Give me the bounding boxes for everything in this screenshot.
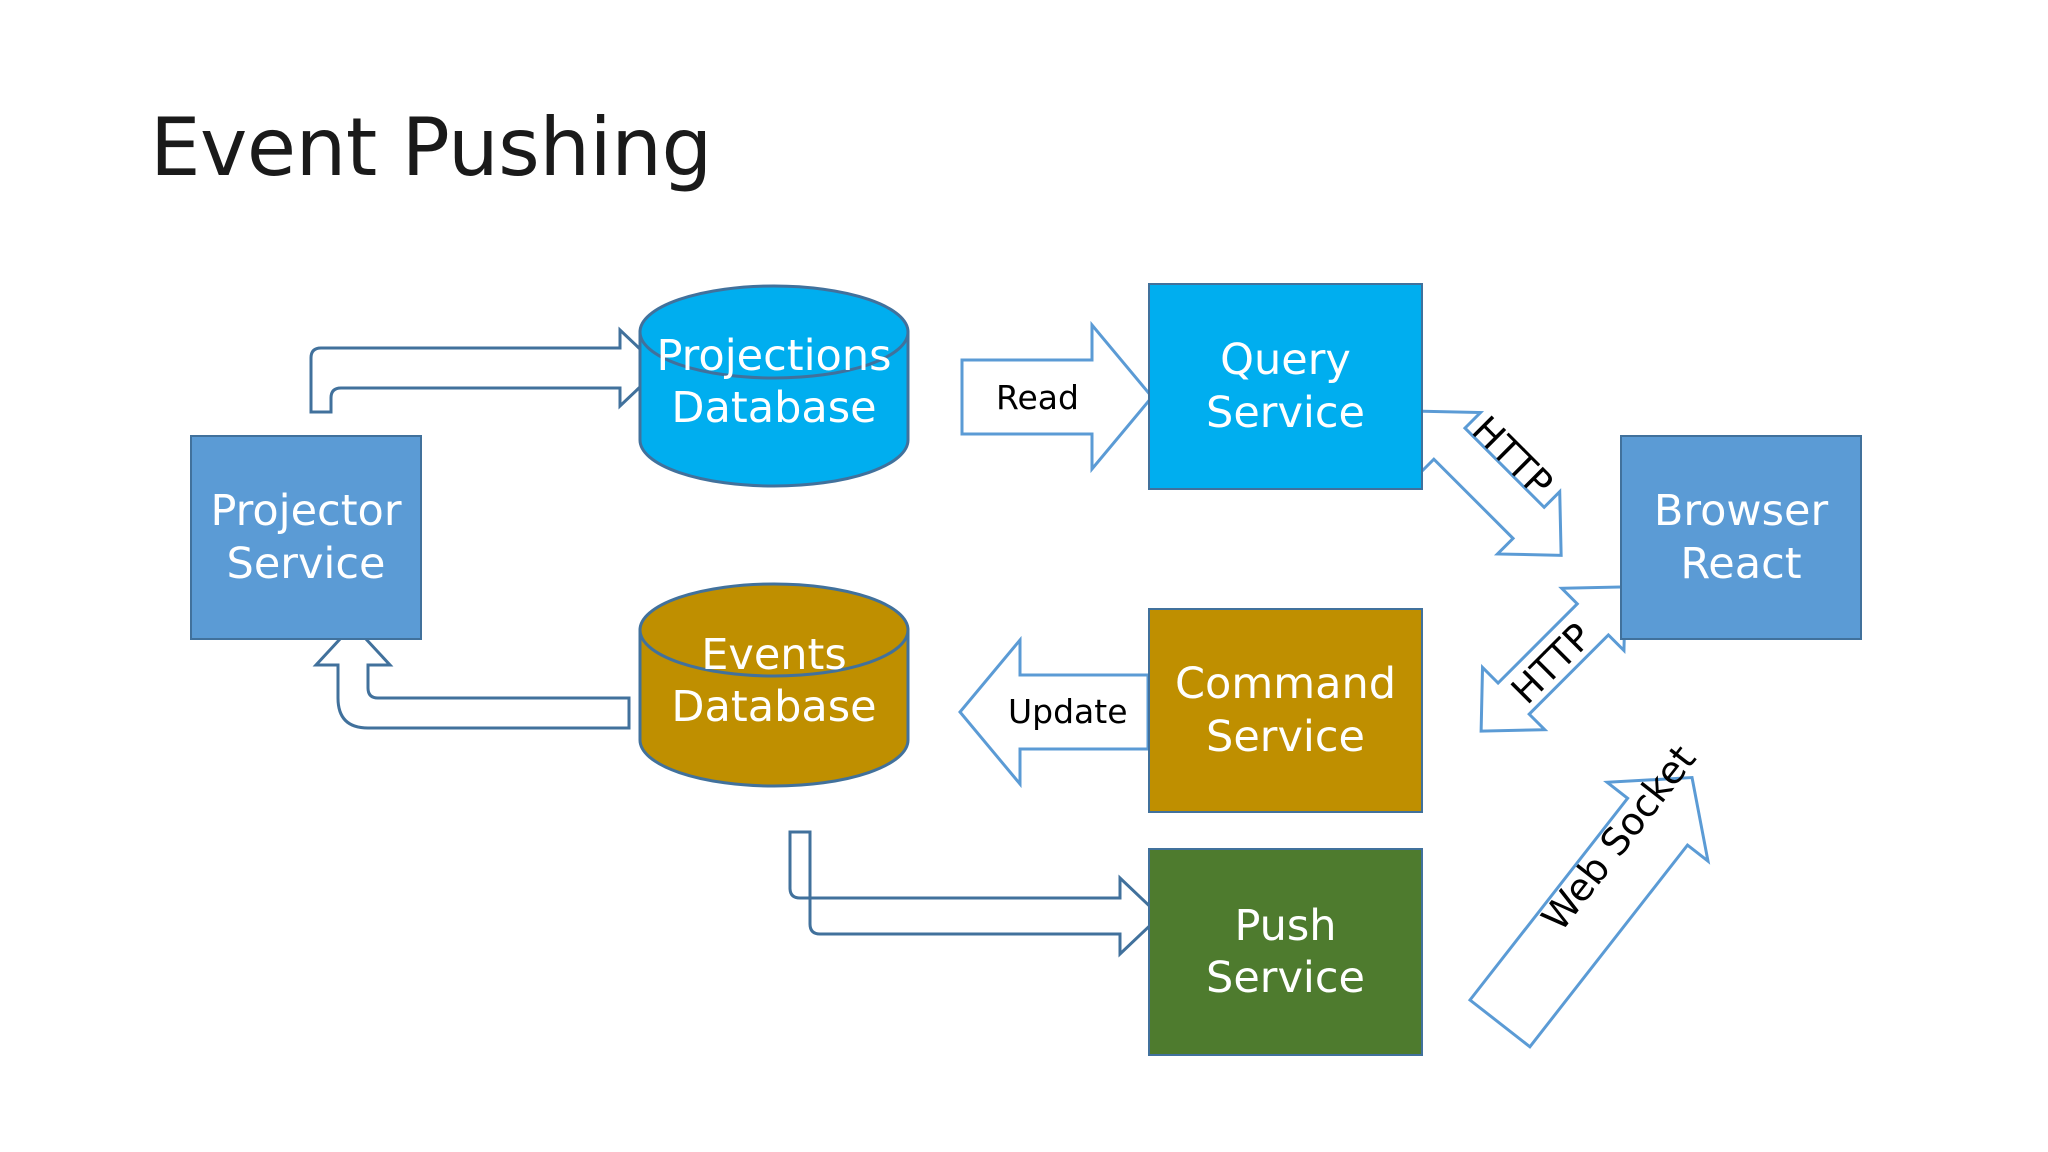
- node-browser-react[interactable]: Browser React: [1620, 435, 1862, 640]
- node-query-service[interactable]: Query Service: [1148, 283, 1423, 490]
- page-title: Event Pushing: [150, 101, 712, 194]
- node-command-service[interactable]: Command Service: [1148, 608, 1423, 813]
- connector-label-http-command: HTTP: [1503, 615, 1601, 713]
- node-label-line1: Projector: [210, 486, 402, 537]
- node-label-line2: Service: [1206, 953, 1365, 1003]
- node-events-database[interactable]: Events Database: [640, 584, 908, 786]
- node-label-group: Events Database: [640, 629, 908, 734]
- node-label-group: Projections Database: [640, 330, 908, 435]
- node-label-line1: Push: [1234, 900, 1337, 951]
- node-label-line2: Service: [1206, 711, 1365, 762]
- node-label-line1: Command: [1174, 659, 1396, 710]
- connector-label-http-query: HTTP: [1463, 408, 1561, 506]
- connector-projector-to-projections: [309, 326, 663, 414]
- node-label-line2: Database: [671, 383, 877, 434]
- node-label-line1: Query: [1220, 335, 1351, 386]
- node-label-line2: Service: [1206, 387, 1365, 438]
- node-projections-database[interactable]: Projections Database: [640, 286, 908, 486]
- connector-label-read: Read: [996, 378, 1079, 417]
- node-label-line1: Events: [701, 629, 847, 680]
- node-projector-service[interactable]: Projector Service: [190, 435, 422, 640]
- node-label-line2: Database: [671, 682, 877, 733]
- node-label-line1: Projections: [656, 330, 892, 381]
- node-label-line2: Service: [226, 538, 386, 589]
- connector-label-update: Update: [1008, 692, 1128, 731]
- node-push-service[interactable]: Push Service: [1148, 848, 1423, 1056]
- node-label-line1: Browser: [1653, 486, 1829, 537]
- node-label-line2: React: [1680, 538, 1802, 589]
- connector-events-to-projector: [312, 622, 631, 730]
- connector-label-web-socket: Web Socket: [1533, 736, 1705, 940]
- connector-events-to-push: [788, 830, 1163, 958]
